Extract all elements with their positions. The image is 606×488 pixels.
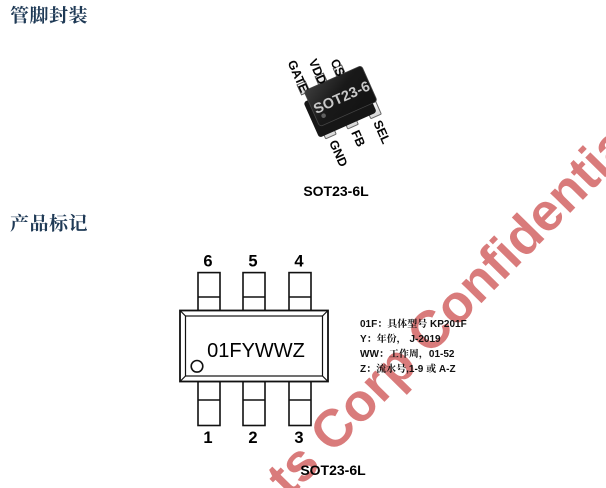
marking-top-pins (197, 271, 312, 312)
pin-number-4: 4 (294, 253, 304, 271)
legend-line-serial: Z：流水号,1-9 或 A-Z (360, 363, 456, 375)
marking-pin-5 (242, 271, 266, 312)
section-heading-pin-package: 管脚封装 (10, 1, 89, 28)
marking-legend: 01F：具体型号 KP201F Y：年份， J-2019 WW：工作周，01-5… (360, 318, 467, 378)
pin-number-1: 1 (203, 429, 212, 447)
bevel-corner-br (322, 375, 329, 382)
pin-number-2: 2 (248, 429, 257, 447)
pin-label-cs: CS (328, 57, 348, 79)
bevel-corner-tl (179, 310, 186, 317)
marking-pin-4 (288, 271, 312, 312)
marking-diagram: 01FYWWZ 6 5 4 1 2 3 (179, 253, 329, 448)
marking-pin1-circle (190, 359, 204, 373)
marking-caption: SOT23-6L (300, 462, 366, 478)
marking-pin-2 (242, 380, 266, 427)
marking-pin-1 (197, 380, 221, 427)
marking-pin-numbers: 6 5 4 1 2 3 (203, 253, 304, 448)
package-3d-body (304, 66, 377, 127)
pin-label-fb: FB (348, 128, 368, 149)
marking-body (179, 309, 329, 383)
pin-number-6: 6 (203, 253, 212, 271)
package-3d-pin1-dot (321, 113, 326, 118)
marking-code: 01FYWWZ (207, 340, 305, 362)
marking-pin-6 (197, 271, 221, 312)
package-3d-caption: SOT23-6L (303, 183, 369, 199)
bevel-corner-tr (322, 310, 329, 317)
section-heading-product-marking: 产品标记 (10, 209, 89, 236)
pin-number-3: 3 (294, 429, 303, 447)
legend-line-week: WW：工作周，01-52 (360, 348, 455, 360)
package-3d-figure: SOT23-6 GATE VDD CS GND FB SEL (285, 57, 394, 169)
legend-line-year: Y：年份， J-2019 (360, 333, 441, 345)
legend-line-model: 01F：具体型号 KP201F (360, 319, 467, 330)
pin-label-vdd: VDD (306, 57, 330, 87)
marking-body-inner (184, 315, 324, 377)
marking-pin-3 (288, 380, 312, 427)
bevel-corner-bl (179, 375, 186, 382)
pin-label-sel: SEL (370, 118, 393, 146)
marking-bottom-pins (197, 380, 312, 427)
pin-number-5: 5 (248, 253, 257, 271)
pin-label-gnd: GND (326, 138, 350, 169)
